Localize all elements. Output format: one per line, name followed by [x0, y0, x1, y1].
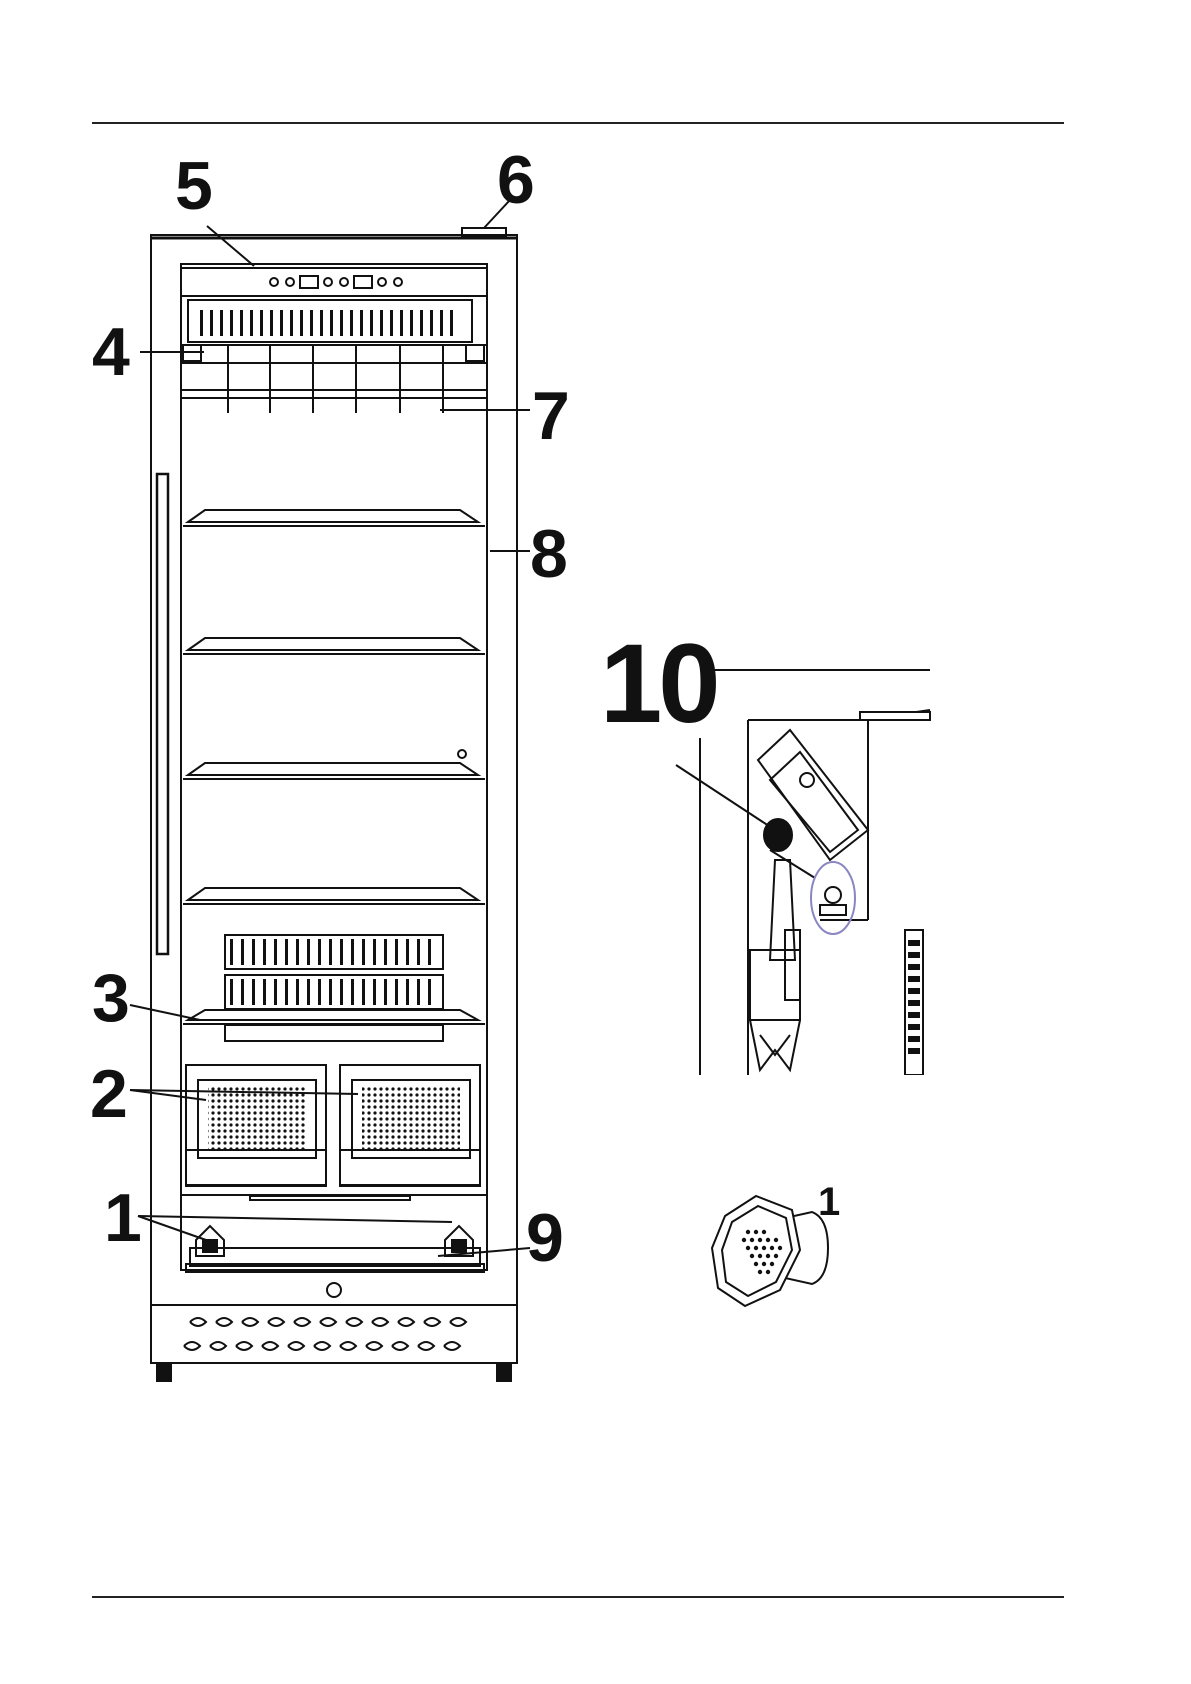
shelf-3: [183, 763, 485, 779]
callout-9: 9: [526, 1204, 564, 1272]
control-panel: [181, 268, 487, 296]
callout-1: 1: [104, 1184, 142, 1252]
base-grille: [151, 1305, 517, 1363]
hinge-crop-mask: [690, 1075, 940, 1095]
callout-3: 3: [92, 964, 130, 1032]
hinge-rail-ladder: [908, 940, 920, 1054]
foot-left: [157, 1363, 171, 1381]
callout-7: 7: [532, 382, 570, 450]
callout-1-detail: 1: [818, 1182, 840, 1222]
shelf-4: [183, 888, 485, 904]
callout-8: 8: [530, 520, 568, 588]
shelf-2: [183, 638, 485, 654]
shelf-1: [183, 510, 485, 526]
cabinet-outline: [151, 235, 517, 1305]
callout-4: 4: [92, 318, 130, 386]
humidity-box-right: [445, 1226, 473, 1256]
callout-2: 2: [90, 1060, 128, 1128]
fan-mesh-right: [362, 1086, 460, 1152]
door-lock: [327, 1283, 341, 1297]
foot-right: [497, 1363, 511, 1381]
door-handle: [157, 474, 168, 954]
rear-vents: [225, 935, 443, 1041]
callout-5: 5: [175, 152, 213, 220]
callout-6: 6: [497, 146, 535, 214]
hanging-rail: [181, 345, 487, 363]
vent-slats: [200, 310, 453, 336]
base-grille-pattern: [184, 1318, 466, 1350]
humidity-box-left: [196, 1226, 224, 1256]
callout-10: 10: [600, 628, 717, 740]
rear-vent-slats: [230, 939, 431, 1005]
fan-mesh-left: [208, 1086, 306, 1152]
shelf-5: [183, 1010, 485, 1024]
humidity-box-detail: [712, 1196, 828, 1306]
hinge-highlight: [811, 862, 855, 934]
